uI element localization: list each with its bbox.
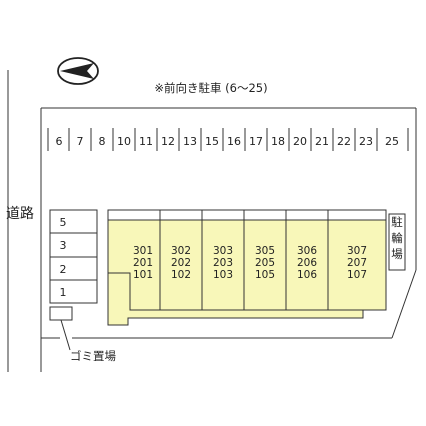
- unit-number: 107: [347, 269, 367, 281]
- road-label: 道路: [6, 206, 34, 222]
- unit-number: 207: [347, 257, 367, 269]
- garbage-area: ゴミ置場: [49, 306, 116, 363]
- parking-note: ※前向き駐車 (6〜25): [154, 81, 267, 95]
- building-footprint: [107, 219, 387, 326]
- unit-number: 202: [171, 257, 191, 269]
- parking-space: 16: [227, 135, 241, 148]
- unit-number: 106: [297, 269, 317, 281]
- unit-number: 101: [133, 269, 153, 281]
- left-parking: 5 3 2 1: [49, 209, 98, 304]
- bike-parking: 駐輪場: [388, 213, 406, 271]
- parking-space: 13: [183, 135, 197, 148]
- unit-number: 102: [171, 269, 191, 281]
- apartment-building: 301 201 101 302 202 102 303 203 103 305 …: [107, 209, 387, 326]
- parking-space: 8: [99, 135, 106, 148]
- unit-number: 206: [297, 257, 317, 269]
- unit-number: 205: [255, 257, 275, 269]
- north-arrow-icon: [57, 57, 99, 85]
- parking-space: 21: [315, 135, 329, 148]
- unit-number: 303: [213, 245, 233, 257]
- parking-space: 17: [249, 135, 263, 148]
- parking-space: 3: [60, 239, 67, 252]
- unit-number: 306: [297, 245, 317, 257]
- unit-number: 105: [255, 269, 275, 281]
- parking-space: 6: [56, 135, 63, 148]
- parking-space: 15: [205, 135, 219, 148]
- parking-space: 20: [293, 135, 307, 148]
- unit-number: 103: [213, 269, 233, 281]
- unit-number: 203: [213, 257, 233, 269]
- parking-space: 2: [60, 263, 67, 276]
- garbage-label: ゴミ置場: [70, 349, 116, 363]
- parking-space: 12: [161, 135, 175, 148]
- building-top-strip: [107, 209, 387, 221]
- unit-number: 301: [133, 245, 153, 257]
- unit-number: 305: [255, 245, 275, 257]
- parking-space: 10: [117, 135, 131, 148]
- parking-space: 23: [359, 135, 373, 148]
- parking-space: 1: [60, 286, 67, 299]
- unit-number: 307: [347, 245, 367, 257]
- parking-space: 5: [60, 216, 67, 229]
- site-boundary: [7, 70, 417, 372]
- unit-number: 302: [171, 245, 191, 257]
- unit-number: 201: [133, 257, 153, 269]
- parking-space: 18: [271, 135, 285, 148]
- bike-parking-label: 駐輪場: [391, 215, 403, 261]
- parking-space: 22: [337, 135, 351, 148]
- parking-space: 25: [385, 135, 399, 148]
- parking-space: 11: [139, 135, 153, 148]
- top-parking-row: 6 7 8 10 11 12 13 15 16 17 18 20 21 22 2…: [47, 128, 409, 151]
- parking-space: 7: [77, 135, 84, 148]
